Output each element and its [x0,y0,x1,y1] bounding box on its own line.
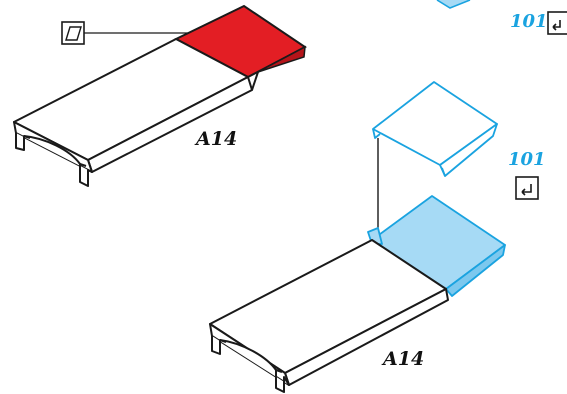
callout-number-middle: 101 [508,149,546,170]
callout-number-top: 101 [510,11,548,32]
step-two-group: A14 [209,81,506,393]
callout-group-middle: 101 [508,149,546,200]
insert-box-top [547,11,567,35]
part-label-a14-step-one: A14 [194,128,237,150]
callout-group-top: 101 [510,11,567,35]
top-right-blue-fragment [436,0,471,9]
surface-icon [65,26,82,41]
blue-cover-piece [372,81,498,177]
part-label-a14-step-two: A14 [381,348,424,370]
red-highlighted-section [173,4,307,79]
step-one-group: A14 [13,4,307,187]
channel-part-step-two [209,239,449,393]
channel-part-step-one [13,38,259,187]
surface-symbol [61,21,85,45]
blue-filled-section [367,195,506,297]
insert-box-middle [515,176,539,200]
insert-arrow-icon [552,20,561,31]
insert-arrow-icon-middle [521,184,532,196]
